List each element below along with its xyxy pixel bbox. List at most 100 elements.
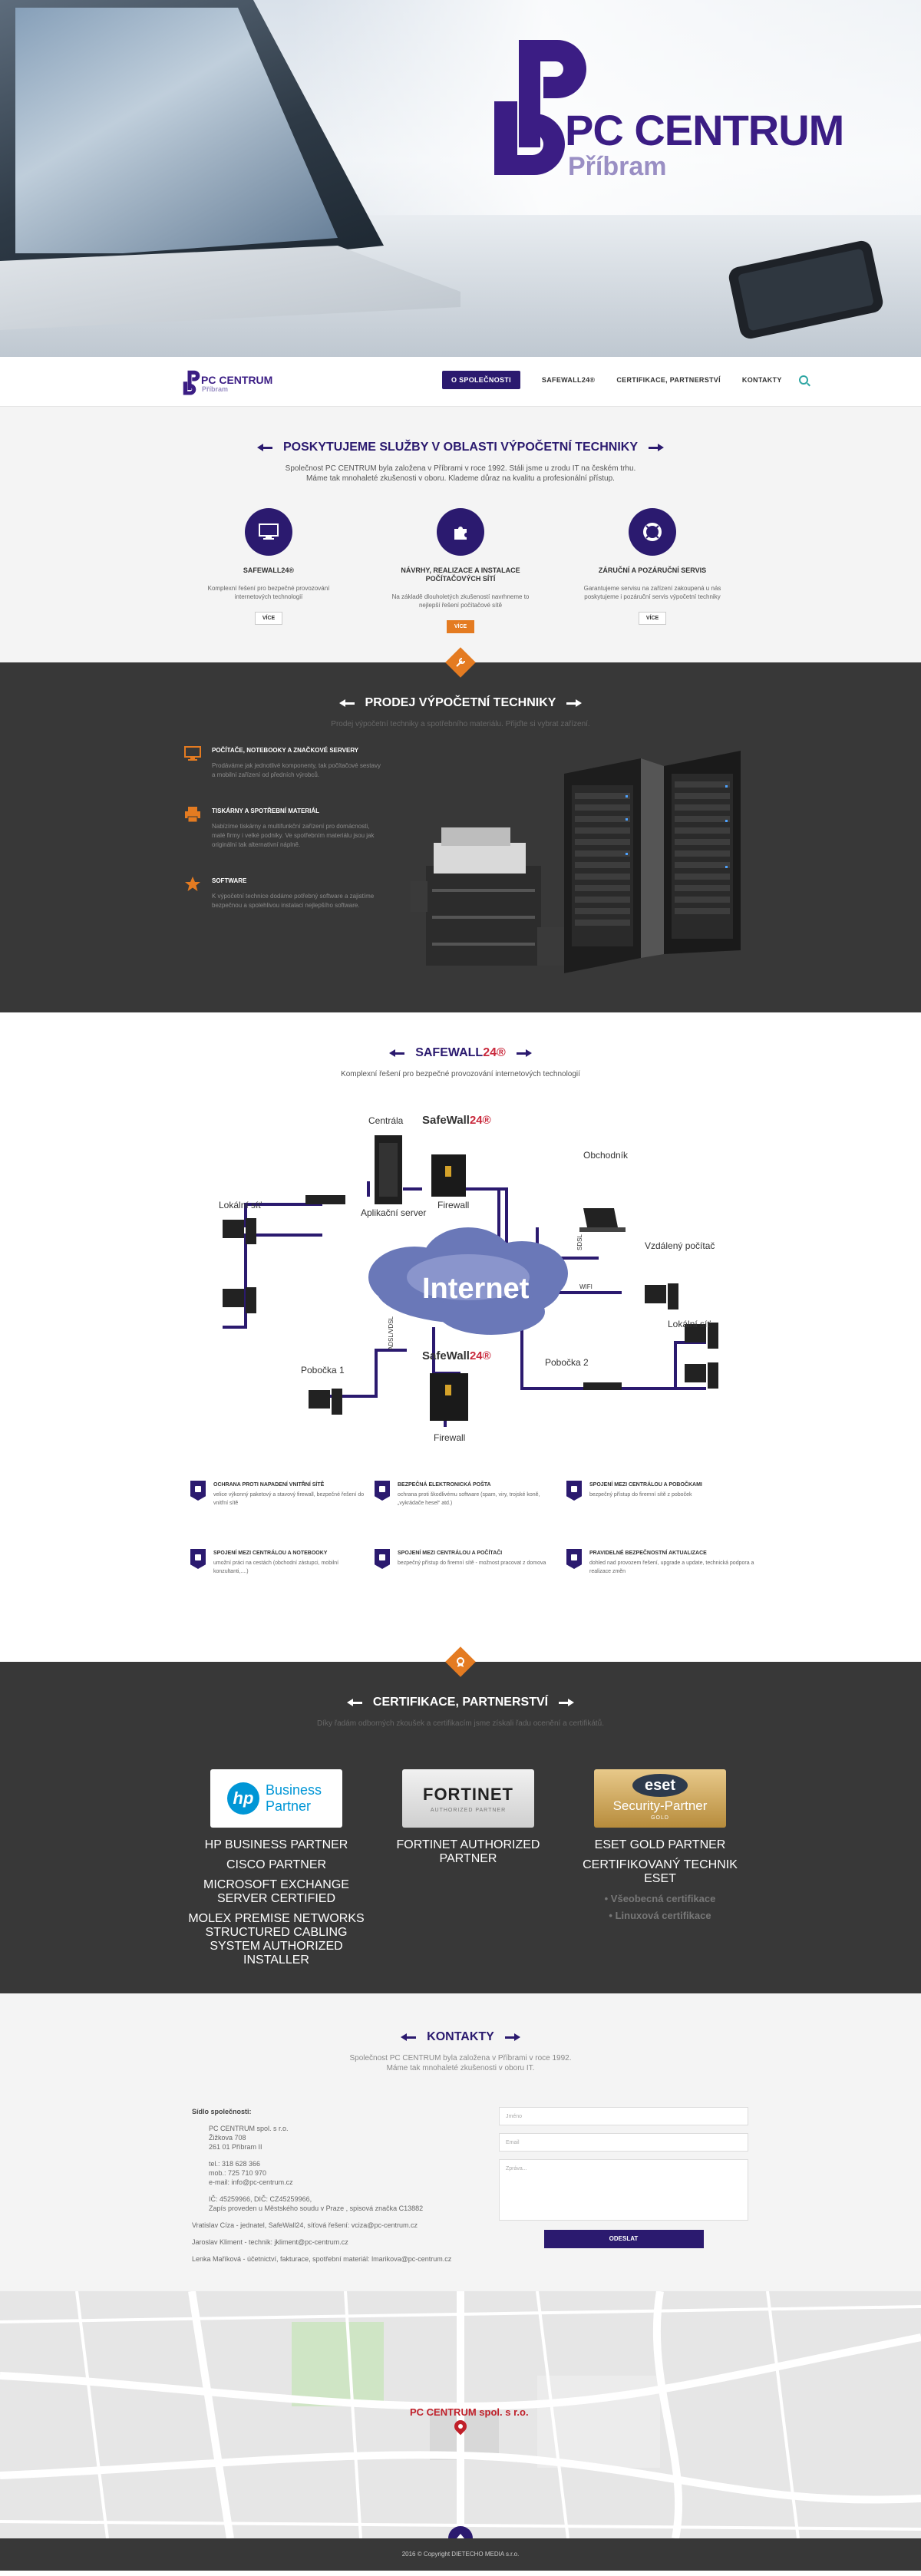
hero-background-light — [292, 0, 921, 230]
sales-title: PRODEJ VÝPOČETNÍ TECHNIKY — [0, 696, 921, 710]
phone-block: tel.: 318 628 366 mob.: 725 710 970 e-ma… — [209, 2160, 293, 2186]
service-card-servis: ZÁRUČNÍ A POZÁRUČNÍ SERVIS Garantujeme s… — [579, 508, 725, 633]
hero-banner: PC CENTRUM Příbram — [0, 0, 921, 357]
nav-item-o-spolecnosti[interactable]: O SPOLEČNOSTI — [442, 371, 520, 389]
puzzle-icon — [437, 508, 484, 556]
service-text: Garantujeme servisu na zařízení zakoupen… — [583, 585, 721, 600]
fortinet-partner-logo: FORTINET AUTHORIZED PARTNER — [402, 1769, 534, 1828]
nav-item-certifikace[interactable]: CERTIFIKACE, PARTNERSTVÍ — [616, 376, 721, 384]
submit-button[interactable]: ODESLAT — [543, 2230, 704, 2248]
contacts-title: KONTAKTY — [0, 2030, 921, 2044]
hero-brand-name: PC CENTRUM — [565, 106, 844, 154]
arrow-left-icon — [401, 2033, 417, 2041]
email-field[interactable]: Email — [499, 2133, 748, 2152]
diagram-label-firewall-top: Firewall — [437, 1200, 469, 1210]
person-line: Jaroslav Kliment - technik: jkliment@pc-… — [192, 2238, 348, 2246]
diagram-label-vzdaleny-pocitac: Vzdálený počítač — [645, 1240, 715, 1251]
address-block: PC CENTRUM spol. s r.o. Žižkova 708 261 … — [209, 2125, 289, 2151]
section-divider-diamond — [445, 1646, 476, 1677]
arrow-right-icon — [516, 1049, 532, 1057]
services-list: SAFEWALL24® Komplexní řešení pro bezpečn… — [0, 508, 921, 633]
nav-menu: O SPOLEČNOSTI SAFEWALL24® CERTIFIKACE, P… — [442, 371, 808, 389]
diagram-label-adsl: ADSL/VDSL — [388, 1316, 394, 1350]
arrow-left-icon — [346, 1699, 362, 1706]
safewall-title: SAFEWALL24® — [0, 1046, 921, 1060]
diagram-label-obchodnik: Obchodník — [583, 1150, 629, 1161]
map-company-label: PC CENTRUM spol. s r.o. — [410, 2406, 529, 2418]
arrow-right-icon — [504, 2033, 520, 2041]
services-intro: Společnost PC CENTRUM byla založena v Př… — [285, 464, 636, 483]
footer-copyright: 2016 © Copyright DIETECHO MEDIA s.r.o. — [401, 2551, 520, 2558]
footer: 2016 © Copyright DIETECHO MEDIA s.r.o. — [0, 2538, 921, 2571]
diagram-internet-label: Internet — [422, 1273, 530, 1305]
service-title: ZÁRUČNÍ A POZÁRUČNÍ SERVIS — [598, 566, 707, 574]
arrow-left-icon — [338, 699, 355, 707]
arrow-left-icon — [389, 1049, 405, 1057]
laptop-icon — [583, 1208, 618, 1227]
service-title: SAFEWALL24® — [243, 566, 295, 574]
hardware-illustration — [411, 751, 741, 973]
cert-column-hp: hp Business Partner HP BUSINESS PARTNER … — [184, 1769, 368, 1973]
router-icon — [305, 1195, 345, 1204]
certifications-columns: hp Business Partner HP BUSINESS PARTNER … — [184, 1769, 752, 1973]
nav-item-safewall[interactable]: SAFEWALL24® — [541, 376, 596, 384]
hero-brand-city: Příbram — [568, 152, 667, 181]
badge-icon — [457, 1657, 464, 1667]
service-card-safewall: SAFEWALL24® Komplexní řešení pro bezpečn… — [196, 508, 342, 633]
message-field[interactable]: Zpráva... — [499, 2159, 748, 2221]
arrow-left-icon — [257, 444, 272, 451]
diagram-label-safewall-bottom: SafeWall24® — [422, 1349, 491, 1362]
service-card-networks: NÁVRHY, REALIZACE A INSTALACE POČÍTAČOVÝ… — [388, 508, 533, 633]
service-more-button[interactable]: VÍCE — [638, 612, 667, 625]
registration-block: IČ: 45259966, DIČ: CZ45259966, Zapís pro… — [209, 2195, 424, 2212]
name-field[interactable]: Jméno — [499, 2107, 748, 2125]
certifications-subtitle: Díky řadám odborných zkoušek a certifika… — [316, 1719, 605, 1728]
service-more-button[interactable]: VÍCE — [446, 620, 475, 633]
service-more-button[interactable]: VÍCE — [254, 612, 283, 625]
cert-column-fortinet: FORTINET AUTHORIZED PARTNER FORTINET AUT… — [376, 1769, 560, 1973]
map-roads — [0, 2291, 921, 2538]
cert-column-eset: eset Security-Partner GOLD ESET GOLD PAR… — [568, 1769, 752, 1973]
shield-icon — [190, 1481, 206, 1501]
nav-brand-name: PC CENTRUM — [201, 374, 273, 386]
workstation-icons — [223, 1218, 718, 1415]
contacts-section: KONTAKTY Společnost PC CENTRUM byla zalo… — [0, 1993, 921, 2291]
certifications-section: CERTIFIKACE, PARTNERSTVÍ Díky řadám odbo… — [0, 1646, 921, 1993]
contact-form: Jméno Email Zpráva... ODESLAT — [499, 2107, 748, 2248]
nav-item-kontakty[interactable]: KONTAKTY — [741, 376, 782, 384]
logo-mark-icon — [183, 370, 200, 395]
hero-logo: PC CENTRUM Příbram — [488, 32, 887, 186]
network-diagram: Internet Centrála SafeWall24® Obchodník — [219, 1114, 718, 1443]
search-icon[interactable] — [798, 375, 808, 385]
safewall-subtitle: Komplexní řešení pro bezpečné provozován… — [341, 1070, 580, 1078]
diagram-label-sdsl: SDSL — [576, 1234, 583, 1250]
person-line: Vratislav Cíza - jednatel, SafeWall24, s… — [192, 2221, 418, 2229]
diagram-label-firewall-bottom: Firewall — [434, 1432, 465, 1443]
sales-subtitle: Prodej výpočetní techniky a spotřebního … — [331, 720, 590, 728]
location-map[interactable]: PC CENTRUM spol. s r.o. — [0, 2291, 921, 2538]
lifebuoy-icon — [629, 508, 676, 556]
scroll-up-button[interactable] — [448, 2526, 473, 2538]
diagram-label-aplikacni-server: Aplikační server — [361, 1207, 426, 1218]
service-title: NÁVRHY, REALIZACE A INSTALACE POČÍTAČOVÝ… — [401, 566, 520, 583]
diagram-label-lokalni-sit: Lokální síť — [219, 1200, 262, 1210]
contact-info: Sídlo společnosti: PC CENTRUM spol. s r.… — [192, 2107, 484, 2271]
nav-logo[interactable]: PC CENTRUM Příbram — [181, 368, 281, 398]
diagram-label-wifi: WIFI — [579, 1283, 593, 1290]
diagram-label-lokalni-sit-2: Lokální síť — [668, 1319, 711, 1329]
sales-section: PRODEJ VÝPOČETNÍ TECHNIKY Prodej výpočet… — [0, 647, 921, 1012]
laptop-icon — [190, 1549, 206, 1569]
section-divider-diamond — [445, 647, 476, 678]
certifications-title: CERTIFIKACE, PARTNERSTVÍ — [0, 1696, 921, 1709]
services-title: POSKYTUJEME SLUŽBY V OBLASTI VÝPOČETNÍ T… — [0, 441, 921, 454]
lock-icon — [375, 1481, 390, 1501]
nav-brand-city: Příbram — [202, 385, 229, 393]
monitor-icon — [184, 746, 201, 761]
service-text: Na základě dlouholetých zkušeností navrh… — [391, 593, 530, 609]
